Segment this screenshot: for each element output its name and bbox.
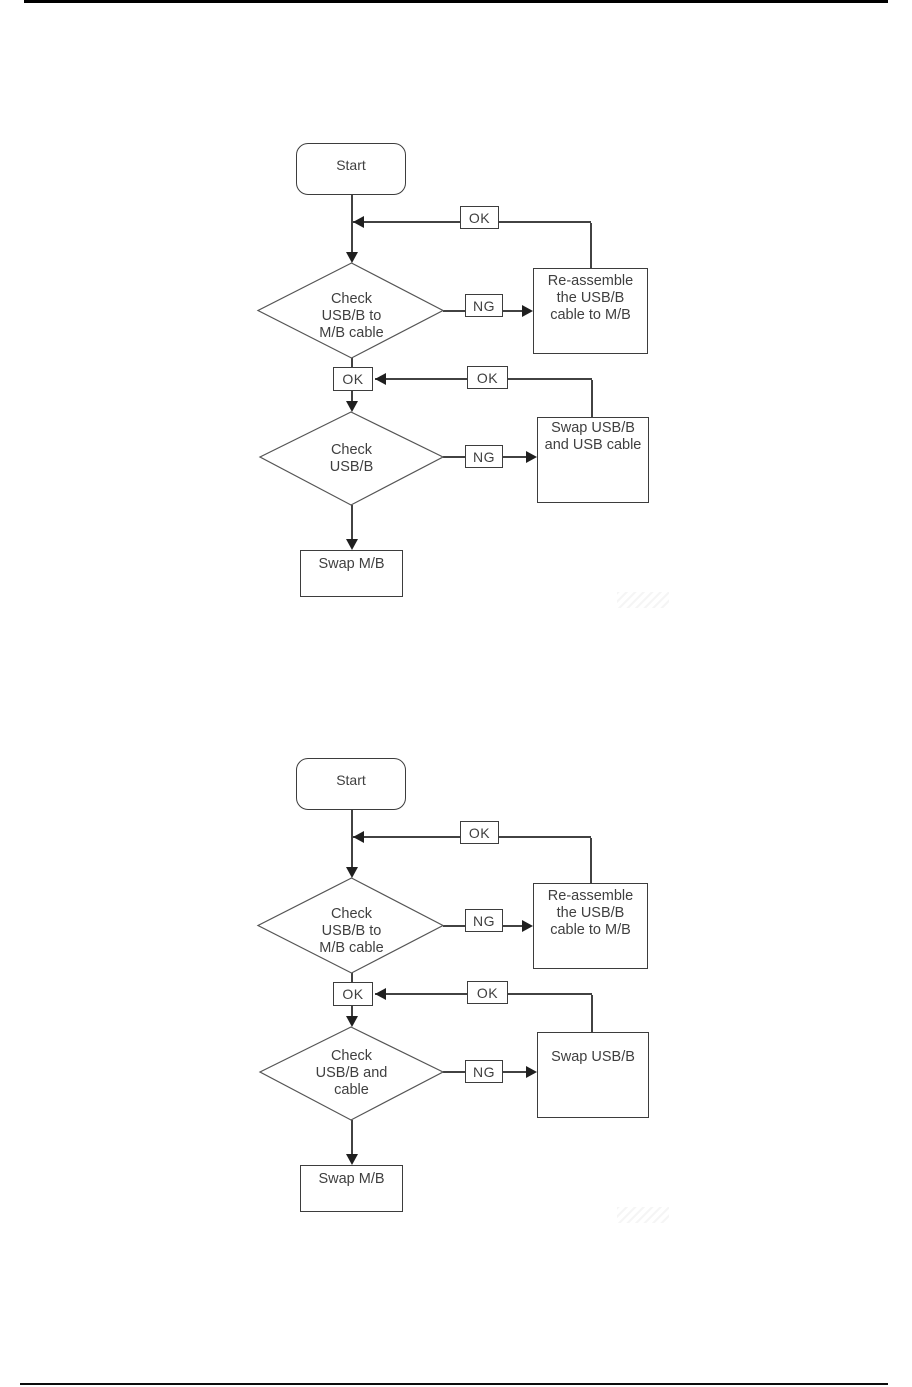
ng-label-2: NG [465, 445, 503, 468]
header-rule [24, 0, 888, 3]
arrowhead-down-icon [345, 867, 358, 878]
ok-label-top: OK [460, 206, 499, 229]
arrowhead-down-icon [345, 1016, 358, 1027]
arrowhead-down-icon [345, 539, 358, 550]
connector-process1-up [590, 223, 592, 268]
arrowhead-right-icon [526, 450, 537, 463]
connector-decision1-to-ok [351, 358, 353, 368]
ok-label-feedback: OK [467, 366, 508, 389]
decision2-diamond-shape [258, 411, 445, 506]
start-node: Start [296, 758, 406, 810]
connector-decision1-to-ok [351, 973, 353, 983]
decision1-diamond-shape [256, 262, 445, 359]
ok-label-mid: OK [333, 367, 373, 391]
ok-label-mid: OK [333, 982, 373, 1006]
decision1-diamond-shape [256, 877, 445, 974]
ok-label-top: OK [460, 821, 499, 844]
connector-process2-up [591, 380, 593, 417]
decision2-diamond [258, 411, 445, 506]
connector-process1-up [590, 838, 592, 883]
arrowhead-right-icon [522, 919, 533, 932]
arrowhead-right-icon [522, 304, 533, 317]
arrowhead-down-icon [345, 252, 358, 263]
arrowhead-down-icon [345, 1154, 358, 1165]
process-reassemble-node: Re-assemble the USB/B cable to M/B [533, 883, 648, 969]
process-swap-node: Swap USB/B and USB cable [537, 417, 649, 503]
connector-decision2-to-end [351, 505, 353, 540]
decision1-diamond [256, 877, 445, 974]
connector-start-to-decision1 [351, 810, 353, 870]
start-node: Start [296, 143, 406, 195]
connector-decision2-to-end [351, 1120, 353, 1155]
decision2-diamond-shape [258, 1026, 445, 1121]
connector-start-to-decision1 [351, 195, 353, 255]
arrowhead-left-icon [353, 830, 364, 843]
ok-label-feedback: OK [467, 981, 508, 1004]
arrowhead-left-icon [375, 987, 386, 1000]
end-node: Swap M/B [300, 550, 403, 597]
decision1-label: Check USB/B to M/B cable [319, 906, 384, 956]
arrowhead-left-icon [353, 215, 364, 228]
decision2-label: Check USB/B and cable [315, 1048, 388, 1098]
decision1-label: Check USB/B to M/B cable [319, 291, 384, 341]
decision1-diamond [256, 262, 445, 359]
scan-artifact [617, 592, 669, 608]
ng-label-1: NG [465, 294, 503, 317]
decision2-label: Check USB/B [329, 441, 374, 475]
end-node: Swap M/B [300, 1165, 403, 1212]
arrowhead-right-icon [526, 1065, 537, 1078]
flowchart-usb-check-1: Start OK NG Re-assemble the USB/B cable … [0, 143, 912, 608]
process-reassemble-node: Re-assemble the USB/B cable to M/B [533, 268, 648, 354]
connector-process2-up [591, 995, 593, 1032]
ng-label-1: NG [465, 909, 503, 932]
process-swap-node: Swap USB/B [537, 1032, 649, 1118]
connector-ok-to-decision2 [351, 391, 353, 403]
connector-ok-to-decision2 [351, 1006, 353, 1018]
flowchart-usb-check-2: Start OK NG Re-assemble the USB/B cable … [0, 758, 912, 1223]
scan-artifact [617, 1207, 669, 1223]
arrowhead-down-icon [345, 401, 358, 412]
ng-label-2: NG [465, 1060, 503, 1083]
footer-rule [20, 1383, 888, 1385]
decision2-diamond [258, 1026, 445, 1121]
arrowhead-left-icon [375, 372, 386, 385]
